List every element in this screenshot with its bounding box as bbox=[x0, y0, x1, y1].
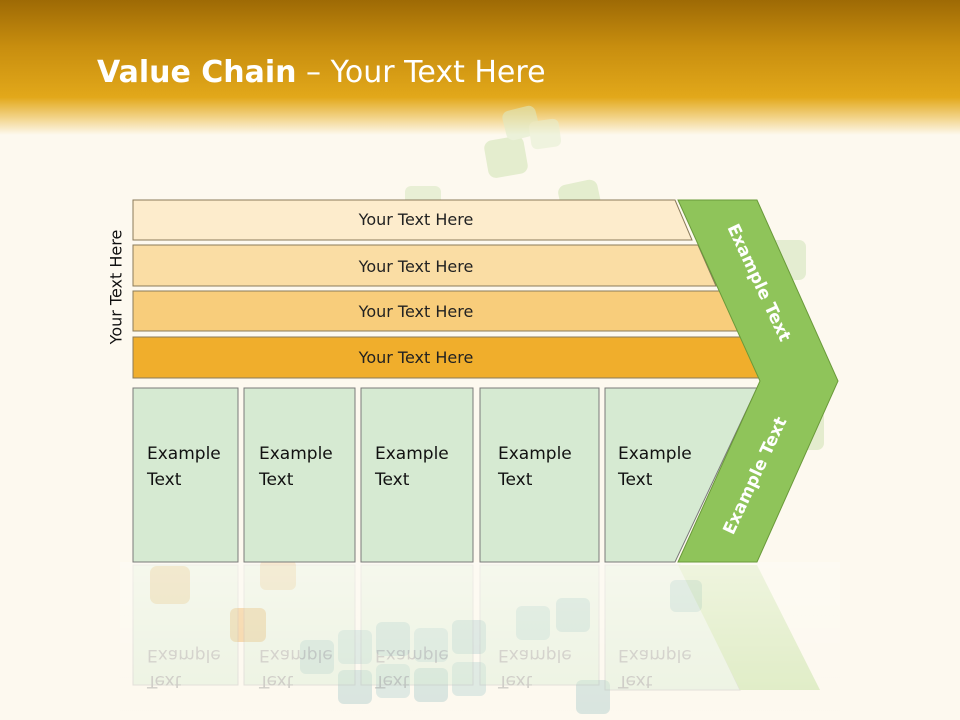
chevron-shape bbox=[677, 199, 839, 563]
box-2-line2: Text bbox=[258, 470, 294, 490]
box-2-line1: Example bbox=[259, 444, 333, 464]
bar-label-1: Your Text Here bbox=[358, 210, 474, 229]
bar-shape-1 bbox=[132, 199, 693, 241]
bar-label-4: Your Text Here bbox=[358, 348, 474, 367]
bar-label-3: Your Text Here bbox=[358, 302, 474, 321]
page-title: Value Chain – Your Text Here bbox=[97, 55, 546, 90]
box-row: Example Text Example Text Example Text E… bbox=[132, 387, 758, 563]
title-rest: – Your Text Here bbox=[296, 55, 546, 90]
bar-label-2: Your Text Here bbox=[358, 257, 474, 276]
title-bold: Value Chain bbox=[97, 55, 297, 90]
box-4 bbox=[479, 387, 600, 563]
header-banner bbox=[0, 0, 960, 135]
bar-stack: Your Text Here Your Text Here Your Text … bbox=[132, 199, 764, 379]
box-4-line2: Text bbox=[497, 470, 533, 490]
box-5-line1: Example bbox=[618, 444, 692, 464]
box-5 bbox=[604, 387, 758, 563]
box-3-line1: Example bbox=[375, 444, 449, 464]
box-2 bbox=[243, 387, 356, 563]
bar-shape-2 bbox=[132, 244, 717, 287]
box-1-line1: Example bbox=[147, 444, 221, 464]
box-3-line2: Text bbox=[374, 470, 410, 490]
diagram-reflection: Example Example Example Example Example … bbox=[120, 562, 840, 720]
box-5-line2: Text bbox=[617, 470, 653, 490]
side-label-text: Your Text Here bbox=[106, 229, 126, 345]
box-3 bbox=[360, 387, 474, 563]
box-1 bbox=[132, 387, 239, 563]
box-4-line1: Example bbox=[498, 444, 572, 464]
box-1-line2: Text bbox=[146, 470, 182, 490]
